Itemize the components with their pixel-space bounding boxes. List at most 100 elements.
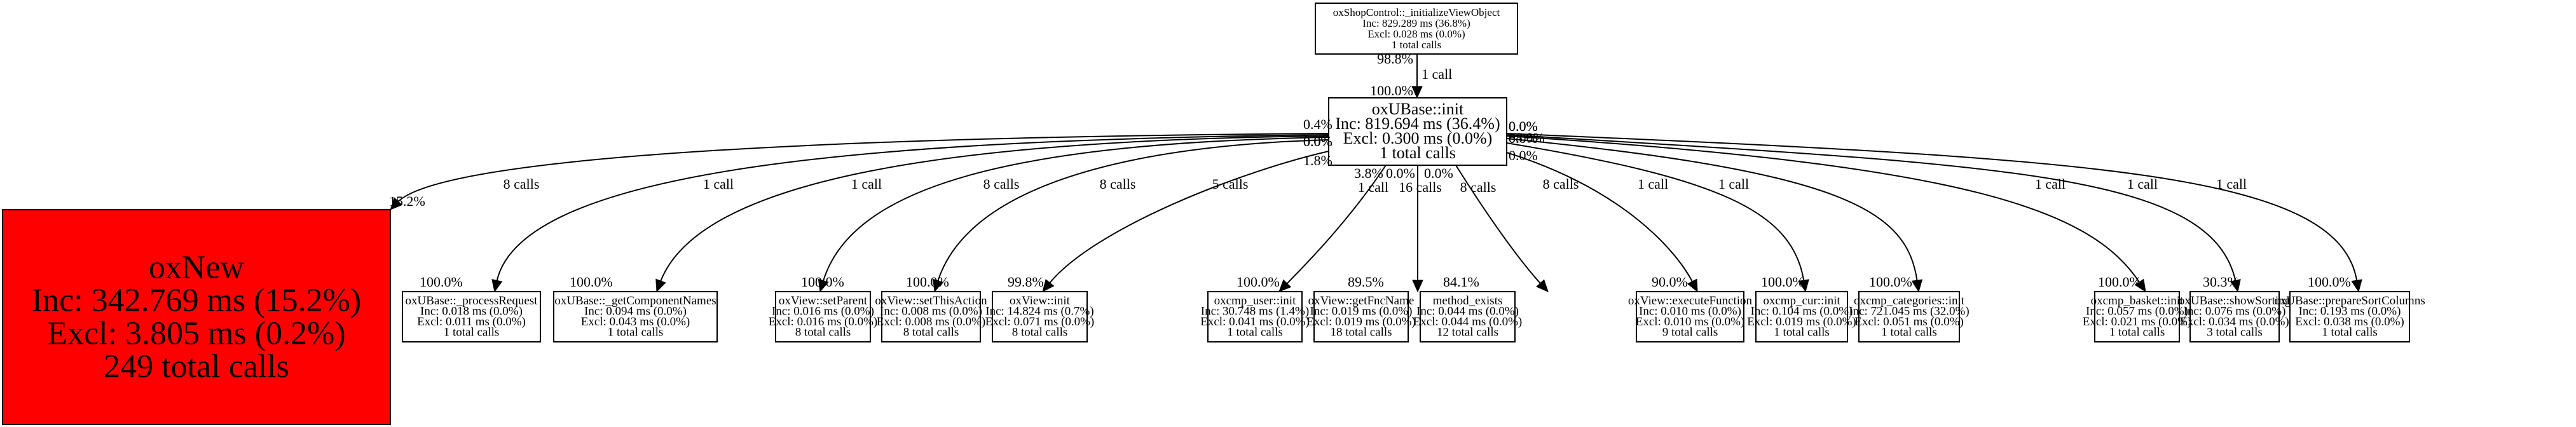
node-inclusive-time: Inc: 342.769 ms (15.2%): [32, 283, 361, 319]
edge-call-count: 8 calls: [983, 176, 1020, 192]
edge-center-to-oxnew[interactable]: [390, 133, 1329, 210]
edge-center-to-showSorting[interactable]: [1506, 134, 2241, 293]
edge-tail-percent: 0.4%: [1303, 116, 1333, 132]
node-total-calls: 18 total calls: [1330, 326, 1392, 339]
edge-center-to-categoriesInit[interactable]: [1506, 138, 1923, 293]
node-total-calls: 1 total calls: [2109, 326, 2165, 339]
node-total-calls: 8 total calls: [795, 326, 851, 339]
edge-head-percent: 100.0%: [420, 274, 463, 290]
edge-head-percent: 100.0%: [2308, 274, 2351, 290]
edge-call-count: 1 call: [851, 176, 882, 192]
node-box: [1636, 291, 1744, 342]
edge-root-to-center[interactable]: [1411, 54, 1423, 99]
edge-line: [1506, 135, 2141, 284]
edge-call-count: 1 call: [1422, 66, 1452, 82]
edge-tail-percent: 0.0%: [1509, 147, 1538, 163]
edge-call-count: 1 call: [2127, 176, 2158, 192]
node-function-name: oxView::setThisAction: [875, 294, 987, 308]
edge-call-count: 1 call: [703, 176, 734, 192]
edge-line: [496, 134, 1329, 282]
node-total-calls: 9 total calls: [1662, 326, 1718, 339]
edge-tail-percent: 98.8%: [1377, 51, 1413, 67]
arrowhead-icon: [1536, 279, 1549, 292]
node-exclusive-time: Excl: 0.044 ms (0.0%): [1413, 315, 1523, 329]
edge-tail-percent: 0.0%: [1303, 133, 1333, 149]
node-total-calls: 249 total calls: [104, 349, 289, 385]
node-inclusive-time: Inc: 0.193 ms (0.0%): [2299, 305, 2401, 318]
arrowhead-icon: [1911, 279, 1923, 293]
edge-center-to-processRequest[interactable]: [491, 134, 1329, 293]
node-total-calls: 1 total calls: [1392, 39, 1441, 51]
node-total-calls: 3 total calls: [2207, 326, 2263, 339]
node-exclusive-time: Excl: 0.300 ms (0.0%): [1343, 129, 1493, 147]
edge-call-count: 1 call: [1718, 176, 1749, 192]
node-function-name: oxView::init: [1010, 294, 1071, 308]
node-box: [1315, 3, 1518, 55]
edge-head-percent: 89.5%: [1348, 274, 1384, 290]
edge-call-count: 1 call: [1358, 179, 1388, 195]
arrowhead-icon: [655, 278, 666, 293]
node-function-name: oxView::setParent: [779, 294, 868, 308]
edge-center-to-setThisAction[interactable]: [933, 139, 1329, 293]
edge-center-to-viewInit[interactable]: [1042, 151, 1329, 292]
node-function-name: oxcmp_basket::init: [2091, 294, 2184, 308]
edge-call-count: 8 calls: [1460, 179, 1497, 195]
edge-line: [1048, 151, 1329, 285]
node-inclusive-time: Inc: 0.018 ms (0.0%): [420, 305, 523, 318]
node-exclusive-time: Excl: 0.038 ms (0.0%): [2295, 315, 2404, 329]
arrowhead-icon: [491, 279, 503, 293]
edge-center-to-executeFunction[interactable]: [1506, 152, 1698, 293]
edge-center-to-userInit[interactable]: [1278, 165, 1387, 292]
edge-center-to-basketInit[interactable]: [1506, 135, 2146, 293]
node-function-name: oxUBase::prepareSortColumns: [2274, 294, 2425, 308]
edge-tail-percent: 0.0%: [1386, 165, 1415, 181]
edge-call-count: 16 calls: [1399, 179, 1442, 195]
edge-tail-percent: 0.0%: [1303, 133, 1333, 149]
node-function-name: oxUBase::showSorting: [2179, 294, 2291, 308]
edge-center-to-prepareSortColumns[interactable]: [1506, 133, 2362, 293]
edge-tail-percent: 0.0%: [1509, 118, 1538, 134]
node-root[interactable]: oxShopControl::_initializeViewObjectInc:…: [1315, 3, 1518, 55]
arrowhead-icon: [1412, 280, 1423, 293]
edge-call-count: 8 calls: [1543, 176, 1579, 192]
node-exclusive-time: Excl: 0.019 ms (0.0%): [1306, 315, 1416, 329]
edge-center-to-getComponentNames[interactable]: [655, 135, 1329, 293]
nodes-layer: oxShopControl::_initializeViewObjectInc:…: [2, 3, 2425, 425]
edge-tail-percent: 0.0%: [1303, 133, 1333, 149]
edge-head-percent: 100.0%: [1869, 274, 1912, 290]
edge-center-to-curInit[interactable]: [1506, 142, 1809, 293]
edge-line: [822, 137, 1329, 282]
edge-center-to-setParent[interactable]: [818, 137, 1329, 293]
edge-head-percent: 30.3%: [2203, 274, 2239, 290]
edge-head-percent: 100.0%: [1237, 274, 1280, 290]
edge-line: [1455, 165, 1542, 285]
node-function-name: oxShopControl::_initializeViewObject: [1333, 6, 1500, 18]
node-total-calls: 1 total calls: [1881, 326, 1937, 339]
edge-center-to-methodExists[interactable]: [1455, 165, 1549, 292]
node-box: [1328, 97, 1507, 166]
node-function-name: oxcmp_user::init: [1214, 294, 1296, 308]
edge-head-percent: 99.8%: [1008, 274, 1044, 290]
node-exclusive-time: Excl: 0.016 ms (0.0%): [769, 315, 878, 329]
arrowhead-icon: [933, 278, 943, 293]
edge-center-to-getFncName[interactable]: [1412, 165, 1423, 293]
node-box: [1313, 291, 1409, 342]
arrowhead-icon: [2134, 278, 2146, 293]
node-function-name: oxcmp_cur::init: [1763, 294, 1840, 308]
